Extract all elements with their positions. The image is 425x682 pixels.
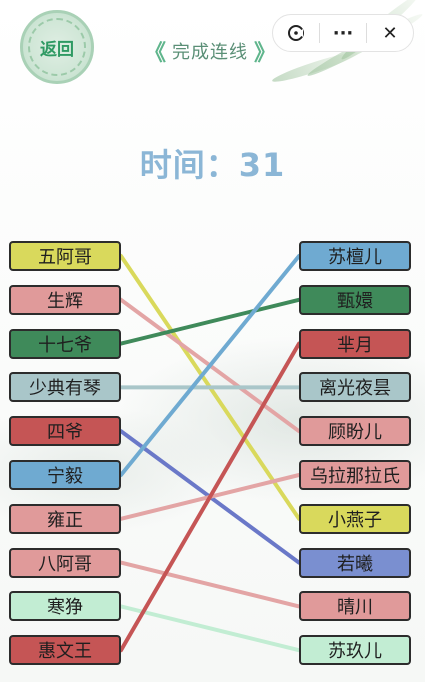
- title-left-arrow-icon: 《: [143, 40, 166, 66]
- share-icon: [288, 25, 304, 41]
- title-text: 完成连线: [172, 42, 248, 63]
- timer-value: 31: [238, 146, 286, 184]
- left-item-9[interactable]: 惠文王: [9, 635, 121, 666]
- right-item-3[interactable]: 离光夜昙: [299, 372, 411, 403]
- capsule-divider: [366, 23, 367, 43]
- close-button[interactable]: ✕: [367, 15, 413, 51]
- left-item-4[interactable]: 四爷: [9, 416, 121, 447]
- capsule-divider: [319, 23, 320, 43]
- close-icon: ✕: [382, 22, 398, 44]
- connection-line-5: [119, 254, 301, 477]
- back-button[interactable]: 返回: [20, 10, 94, 84]
- right-item-9[interactable]: 苏玖儿: [299, 635, 411, 666]
- timer-label: 时间: [139, 146, 206, 184]
- right-item-8[interactable]: 晴川: [299, 591, 411, 622]
- timer-separator: ：: [205, 146, 239, 184]
- left-item-8[interactable]: 寒狰: [9, 591, 121, 622]
- mini-program-capsule: ··· ✕: [272, 14, 414, 52]
- right-item-2[interactable]: 芈月: [299, 328, 411, 359]
- connection-line-7: [119, 560, 301, 609]
- left-item-3[interactable]: 少典有琴: [9, 372, 121, 403]
- back-button-label: 返回: [40, 39, 74, 60]
- right-item-1[interactable]: 甄嬛: [299, 284, 411, 315]
- right-item-5[interactable]: 乌拉那拉氏: [299, 460, 411, 490]
- connection-line-2: [119, 297, 301, 346]
- left-item-0[interactable]: 五阿哥: [9, 241, 121, 271]
- share-button[interactable]: [273, 15, 319, 51]
- left-item-7[interactable]: 八阿哥: [9, 547, 121, 578]
- left-item-2[interactable]: 十七爷: [9, 328, 121, 359]
- left-item-1[interactable]: 生辉: [9, 284, 121, 315]
- connection-line-8: [119, 604, 301, 653]
- countdown-timer: 时间：31: [0, 140, 425, 186]
- connection-line-9: [119, 341, 301, 653]
- more-icon: ···: [332, 22, 354, 44]
- title-right-arrow-icon: 》: [254, 40, 277, 66]
- right-item-0[interactable]: 苏檀儿: [299, 241, 411, 271]
- right-item-4[interactable]: 顾盼儿: [299, 416, 411, 447]
- left-item-6[interactable]: 雍正: [9, 503, 121, 534]
- back-button-ring: 返回: [28, 18, 86, 76]
- page-title: 《 完成连线 》: [140, 34, 280, 68]
- right-item-6[interactable]: 小燕子: [299, 503, 411, 534]
- right-item-7[interactable]: 若曦: [299, 547, 411, 578]
- left-item-5[interactable]: 宁毅: [9, 460, 121, 490]
- more-button[interactable]: ···: [320, 15, 366, 51]
